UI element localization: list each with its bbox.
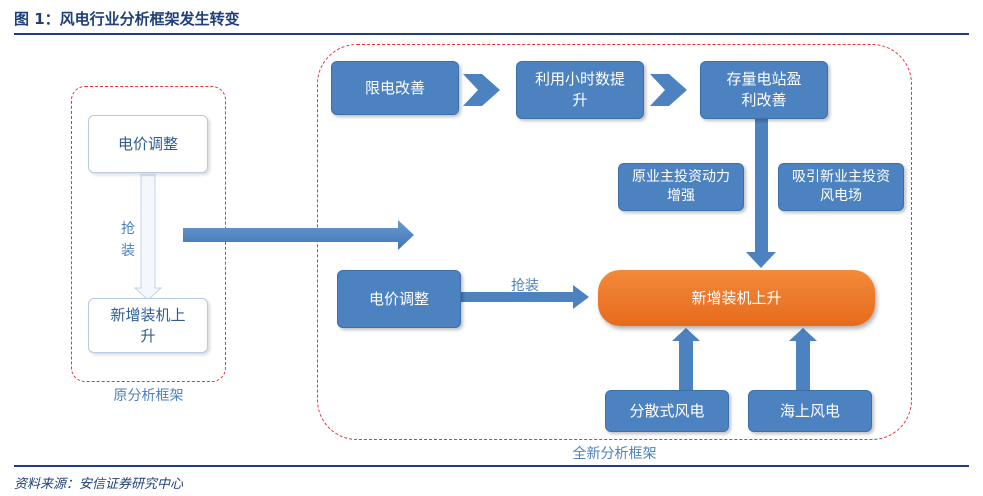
- source-note: 资料来源：安信证券研究中心: [14, 477, 184, 492]
- down-arrow-center: [746, 119, 776, 268]
- new-framework-label: 全新分析框架: [572, 446, 657, 462]
- rush-label: 抢装: [511, 278, 539, 294]
- utilization-hours-box: 利用小时数提升: [516, 61, 644, 119]
- new-owner-box: 吸引新业主投资风电场: [778, 163, 904, 211]
- footer-rule: [14, 465, 969, 467]
- title-rule: [14, 33, 969, 35]
- old-installation-box: 新增装机上升: [88, 298, 208, 353]
- chevron-arrow-2: [650, 74, 687, 106]
- curtailment-box: 限电改善: [331, 61, 459, 115]
- figure-title: 图 1：风电行业分析框架发生转变: [14, 10, 240, 28]
- old-rush-label: 抢装: [121, 221, 135, 259]
- price-adjust-box: 电价调整: [337, 270, 461, 328]
- old-framework-label: 原分析框架: [113, 388, 184, 404]
- existing-station-box: 存量电站盈利改善: [700, 61, 828, 119]
- transition-arrow: [183, 220, 414, 250]
- up-arrow-left: [672, 328, 700, 392]
- original-owner-box: 原业主投资动力增强: [618, 163, 744, 211]
- distributed-wind-box: 分散式风电: [605, 390, 729, 432]
- right-arrow-center: [461, 285, 589, 309]
- old-price-adjust-box: 电价调整: [88, 115, 208, 173]
- up-arrow-right: [789, 328, 817, 392]
- new-installation-center: 新增装机上升: [598, 270, 875, 326]
- old-down-arrow: [133, 174, 163, 301]
- chevron-arrow-1: [463, 74, 500, 106]
- offshore-wind-box: 海上风电: [748, 390, 872, 432]
